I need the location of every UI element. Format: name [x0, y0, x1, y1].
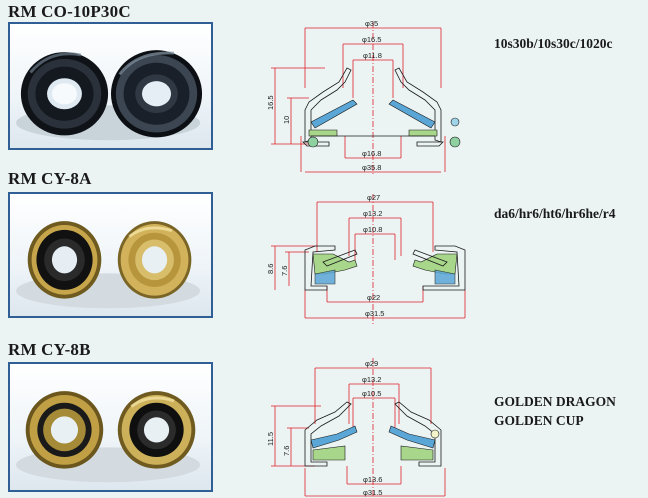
section-1-models: 10s30b/10s30c/1020c: [494, 34, 613, 53]
section-3-models: GOLDEN DRAGON GOLDEN CUP: [494, 392, 616, 430]
section-2-model-line: da6/hr6/ht6/hr6he/r4: [494, 206, 616, 221]
section-1-dim-top-mid: φ16.5: [362, 35, 381, 44]
section-1-cross-section: φ35 φ16.5 φ11.8 16.5 10 φ16.8 φ35.8: [266, 19, 461, 176]
section-2-dim-top-outer: φ27: [367, 193, 380, 202]
section-3-dim-bottom-outer: φ31.5: [363, 488, 382, 497]
section-2-dim-top-inner: φ10.8: [363, 225, 382, 234]
section-1-dim-height-outer: 16.5: [266, 95, 275, 110]
section-3-dim-top-outer: φ29: [365, 359, 378, 368]
section-2-seal-photo: [16, 221, 201, 309]
section-2-cross-section: φ27 φ13.2 φ10.8 8.6 7.6 φ22 φ31.5: [266, 193, 466, 324]
section-1-dim-bottom-outer: φ35.8: [362, 163, 381, 172]
section-1-dim-top-outer: φ35: [365, 19, 378, 28]
section-3-dim-top-inner: φ10.5: [362, 389, 381, 398]
section-3-dim-height-outer: 11.5: [266, 432, 275, 446]
section-2-dim-bottom-inner: φ22: [367, 293, 380, 302]
section-3-model-line-2: GOLDEN CUP: [494, 413, 584, 428]
section-2-dim-height-outer: 8.6: [266, 264, 275, 274]
section-1-drawing: φ35 φ16.5 φ11.8 16.5 10 φ16.8 φ35.8: [265, 18, 477, 178]
section-3-model-line-1: GOLDEN DRAGON: [494, 394, 616, 409]
section-3-dim-bottom-inner: φ13.6: [363, 475, 382, 484]
section-3-dim-height-inner: 7.6: [282, 446, 291, 456]
section-3-photo: [8, 362, 213, 492]
section-1-dim-bottom-inner: φ16.8: [362, 149, 381, 158]
section-2-title: RM CY-8A: [8, 169, 92, 188]
section-2-dim-top-mid: φ13.2: [363, 209, 382, 218]
section-2-models: da6/hr6/ht6/hr6he/r4: [494, 204, 616, 223]
section-1-dim-height-inner: 10: [282, 116, 291, 124]
section-2-drawing: φ27 φ13.2 φ10.8 8.6 7.6 φ22 φ31.5: [265, 190, 477, 326]
section-1-title: RM CO-10P30C: [8, 2, 131, 21]
section-1-dim-top-inner: φ11.8: [363, 51, 382, 60]
section-3-drawing: φ29 φ13.2 φ10.5 11.5 7.6 φ13.6 φ31.5: [265, 354, 477, 498]
section-1-seal-photo: [16, 50, 203, 141]
section-3-dim-top-mid: φ13.2: [362, 375, 381, 384]
section-2-dim-height-inner: 7.6: [280, 266, 289, 276]
section-2-dim-bottom-outer: φ31.5: [365, 309, 384, 318]
section-1-model-line: 10s30b/10s30c/1020c: [494, 36, 613, 51]
section-1-photo: [8, 22, 213, 150]
section-2-photo: [8, 192, 213, 318]
section-3-title: RM CY-8B: [8, 340, 91, 359]
section-3-cross-section: φ29 φ13.2 φ10.5 11.5 7.6 φ13.6 φ31.5: [266, 358, 446, 498]
section-3-seal-photo: [16, 391, 201, 483]
